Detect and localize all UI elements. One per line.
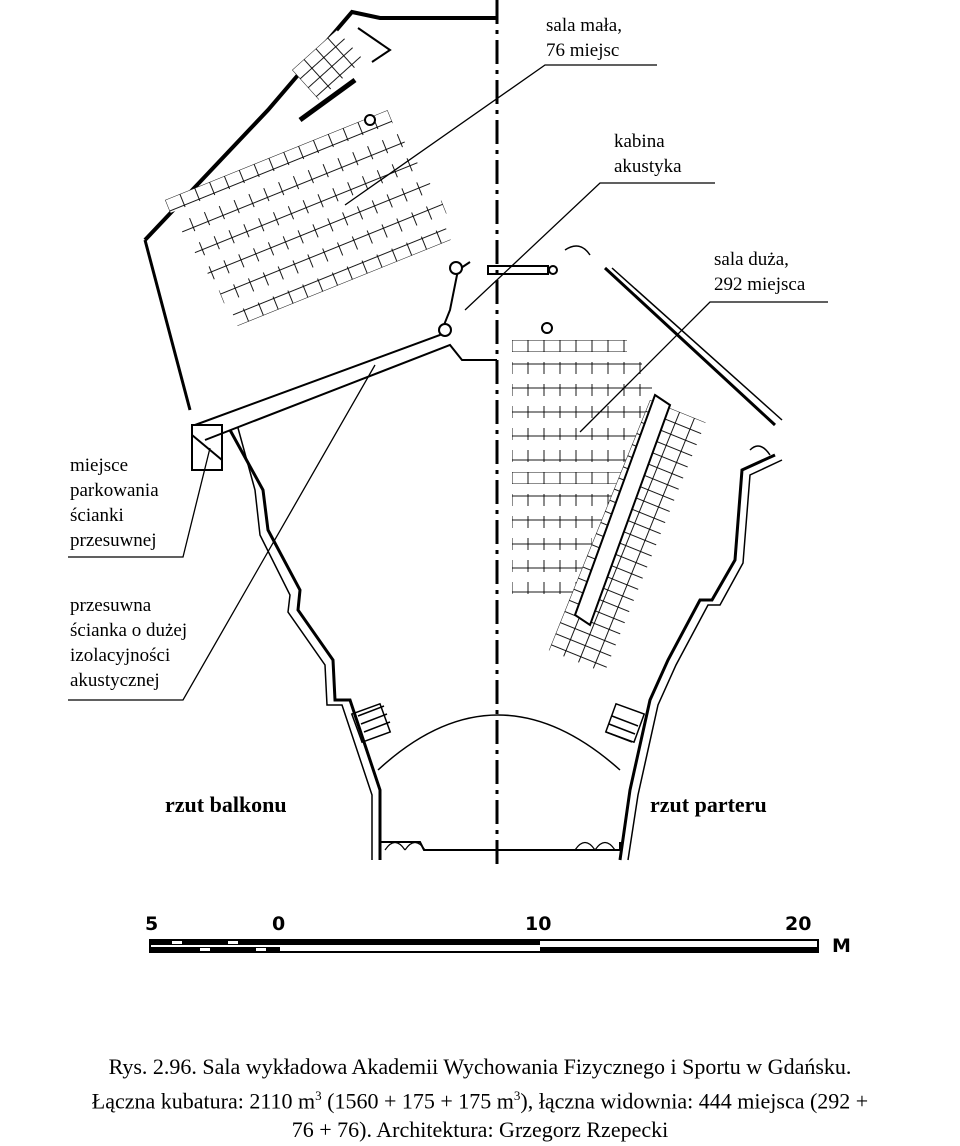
label-line: 292 miejsca bbox=[714, 274, 806, 295]
label-line: przesuwnej bbox=[70, 530, 157, 551]
acoustic-booth bbox=[487, 265, 558, 275]
label-small-hall: sala mała, 76 miejsc bbox=[546, 13, 622, 63]
large-hall-seating bbox=[512, 322, 706, 673]
figure-caption: Rys. 2.96. Sala wykładowa Akademii Wycho… bbox=[0, 1052, 960, 1144]
label-line: miejsce bbox=[70, 455, 129, 476]
caption-part: (1560 + 175 + 175 m bbox=[321, 1088, 514, 1114]
ground-plan-walls bbox=[377, 245, 783, 861]
label-line: ścianka o dużej bbox=[70, 620, 188, 641]
label-large-hall: sala duża, 292 miejsca bbox=[714, 247, 805, 297]
balcony-plan-walls bbox=[143, 9, 497, 860]
label-line: kabina bbox=[614, 131, 665, 152]
label-booth: kabina akustyka bbox=[614, 129, 682, 179]
leader-lines bbox=[68, 64, 828, 701]
label-line: ścianki bbox=[70, 505, 124, 526]
label-partition: przesuwna ścianka o dużej izolacyjności … bbox=[70, 593, 187, 693]
caption-line-1: Rys. 2.96. Sala wykładowa Akademii Wycho… bbox=[108, 1054, 852, 1079]
scale-tick-0: 0 bbox=[272, 913, 285, 935]
stairs bbox=[350, 702, 646, 744]
small-hall-seating bbox=[165, 29, 451, 327]
label-line: parkowania bbox=[70, 480, 159, 501]
label-line: sala duża, bbox=[714, 249, 789, 270]
label-line: 76 miejsc bbox=[546, 40, 620, 61]
scale-tick-5: 5 bbox=[145, 913, 158, 935]
caption-line-2: Łączna kubatura: 2110 m3 (1560 + 175 + 1… bbox=[0, 1081, 960, 1115]
caption-part: Łączna kubatura: 2110 m bbox=[91, 1088, 316, 1114]
caption-line-3: 76 + 76). Architektura: Grzegorz Rzepeck… bbox=[291, 1117, 669, 1143]
caption-superscript: 3 bbox=[513, 1088, 521, 1103]
label-line: izolacyjności bbox=[70, 645, 171, 666]
scale-unit: M bbox=[832, 935, 851, 957]
label-parking: miejsce parkowania ścianki przesuwnej bbox=[70, 453, 159, 553]
label-line: akustyka bbox=[614, 156, 682, 177]
label-line: przesuwna bbox=[70, 595, 152, 616]
label-line: sala mała, bbox=[546, 15, 622, 36]
corridor bbox=[191, 114, 497, 471]
label-ground-plan: rzut parteru bbox=[650, 792, 767, 817]
scale-tick-20: 20 bbox=[785, 913, 811, 935]
scale-bar: 5 0 10 20 M bbox=[145, 913, 851, 957]
scale-tick-10: 10 bbox=[525, 913, 551, 935]
label-balcony-plan: rzut balkonu bbox=[165, 792, 287, 817]
caption-superscript: 3 bbox=[315, 1088, 322, 1103]
label-line: akustycznej bbox=[70, 670, 160, 691]
entrance-doors bbox=[384, 841, 616, 851]
caption-part: ), łączna widownia: 444 miejsca (292 + bbox=[520, 1088, 869, 1114]
